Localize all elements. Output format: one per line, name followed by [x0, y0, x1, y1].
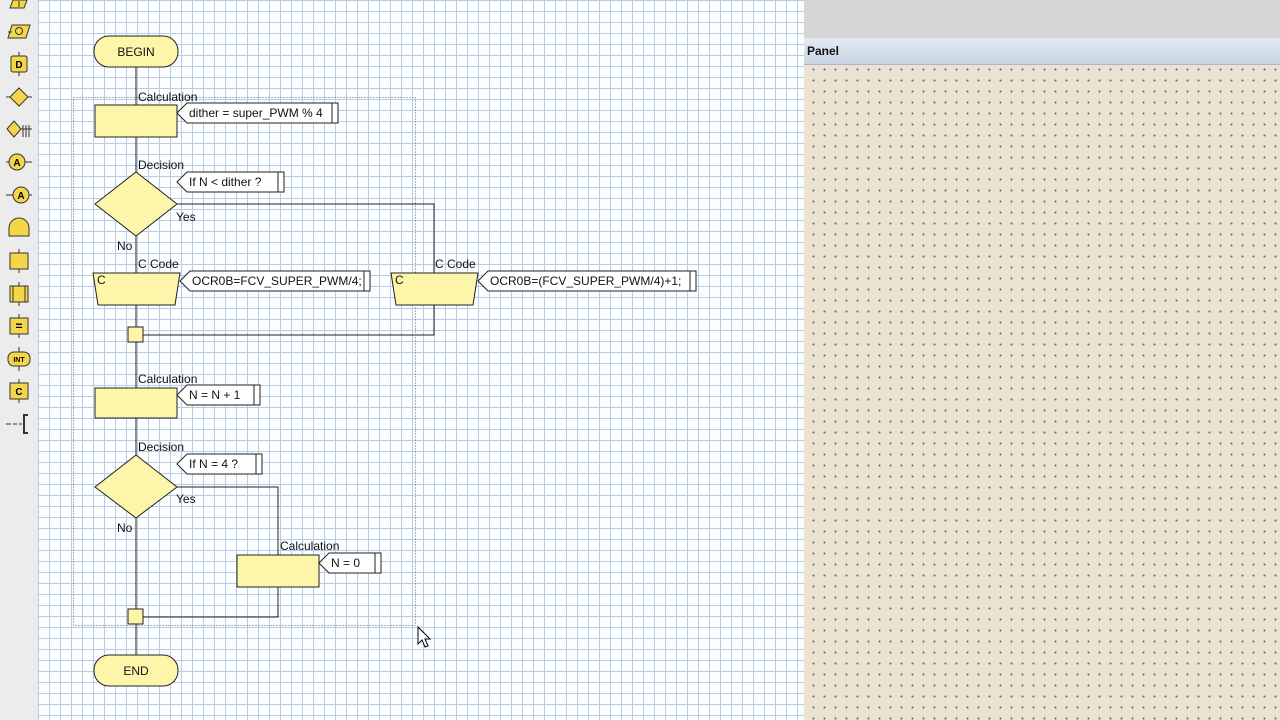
code-callout: [176, 102, 339, 124]
delay-tool-icon[interactable]: D: [6, 52, 32, 76]
decision-condition: If N = 4 ?: [189, 457, 238, 471]
calculation-title: Calculation: [280, 539, 339, 553]
c-code-tool-icon[interactable]: C: [6, 379, 32, 403]
svg-text:=: =: [15, 319, 22, 333]
input-tool-icon[interactable]: I: [6, 0, 32, 24]
calculation-tool-icon[interactable]: [6, 249, 32, 273]
c-code-title: C Code: [435, 257, 476, 271]
calculation-block-dither[interactable]: Calculation dither = super_PWM % 4: [94, 90, 339, 138]
svg-text:D: D: [15, 60, 22, 71]
panel-body[interactable]: [804, 65, 1280, 720]
decision-callout: [176, 453, 263, 475]
output-tool-icon[interactable]: [6, 20, 32, 44]
property-tool-icon[interactable]: =: [6, 314, 32, 338]
code-callout: [176, 384, 261, 406]
decision-condition: If N < dither ?: [189, 175, 262, 189]
c-code-block-no[interactable]: C Code C OCR0B=FCV_SUPER_PWM/4;: [92, 257, 371, 306]
comment-tool-icon[interactable]: [6, 412, 32, 436]
svg-text:C: C: [15, 387, 22, 398]
svg-text:I: I: [18, 0, 20, 9]
junction-node[interactable]: [127, 326, 144, 343]
c-code-text: OCR0B=FCV_SUPER_PWM/4;: [192, 274, 362, 288]
c-code-text: OCR0B=(FCV_SUPER_PWM/4)+1;: [490, 274, 681, 288]
svg-text:A: A: [13, 158, 20, 169]
c-code-glyph: C: [97, 273, 106, 287]
decision-tool-icon[interactable]: [6, 85, 32, 109]
calculation-code: dither = super_PWM % 4: [189, 106, 323, 120]
calculation-title: Calculation: [138, 372, 197, 386]
calculation-block-increment[interactable]: Calculation N = N + 1: [94, 372, 261, 419]
c-code-block-yes[interactable]: C Code C OCR0B=(FCV_SUPER_PWM/4)+1;: [390, 257, 697, 306]
code-callout: [179, 270, 371, 292]
interrupt-tool-icon[interactable]: INT: [6, 347, 32, 371]
svg-text:INT: INT: [13, 357, 25, 364]
junction-node[interactable]: [127, 608, 144, 625]
calculation-block-reset[interactable]: Calculation N = 0: [236, 539, 382, 588]
macro-tool-icon[interactable]: [6, 282, 32, 306]
selection-rectangle: [73, 97, 416, 626]
component-toolbar: I D A A = INT C: [0, 0, 39, 720]
panel-title: Panel: [804, 38, 1280, 65]
calculation-code: N = N + 1: [189, 388, 241, 402]
svg-text:A: A: [17, 191, 24, 202]
begin-label: BEGIN: [117, 45, 154, 59]
calculation-title: Calculation: [138, 90, 197, 104]
no-label: No: [117, 239, 133, 253]
end-label: END: [123, 664, 149, 678]
no-label: No: [117, 521, 133, 535]
comm-tool-icon[interactable]: A: [6, 183, 32, 207]
flow-lines: [135, 67, 435, 655]
c-code-glyph: C: [395, 273, 404, 287]
switch-tool-icon[interactable]: [6, 117, 32, 141]
yes-label: Yes: [176, 210, 196, 224]
end-terminal[interactable]: END: [93, 654, 179, 687]
code-callout: [477, 270, 697, 292]
yes-label: Yes: [176, 492, 196, 506]
code-callout: [318, 552, 382, 574]
flowchart: BEGIN Calculation dither = super_PWM % 4…: [73, 35, 697, 687]
panel-window[interactable]: Panel: [804, 38, 1280, 720]
c-code-title: C Code: [138, 257, 179, 271]
analog-tool-icon[interactable]: A: [6, 150, 32, 174]
begin-terminal[interactable]: BEGIN: [93, 35, 179, 68]
decision-title: Decision: [138, 158, 184, 172]
calculation-code: N = 0: [331, 556, 360, 570]
decision-title: Decision: [138, 440, 184, 454]
mouse-cursor-icon: [417, 625, 432, 648]
decision-callout: [176, 171, 285, 193]
decision-block-dither[interactable]: Decision If N < dither ? Yes No: [94, 158, 285, 253]
decision-block-n-equals-4[interactable]: Decision If N = 4 ? Yes No: [94, 440, 263, 535]
loop-tool-icon[interactable]: [6, 216, 32, 240]
